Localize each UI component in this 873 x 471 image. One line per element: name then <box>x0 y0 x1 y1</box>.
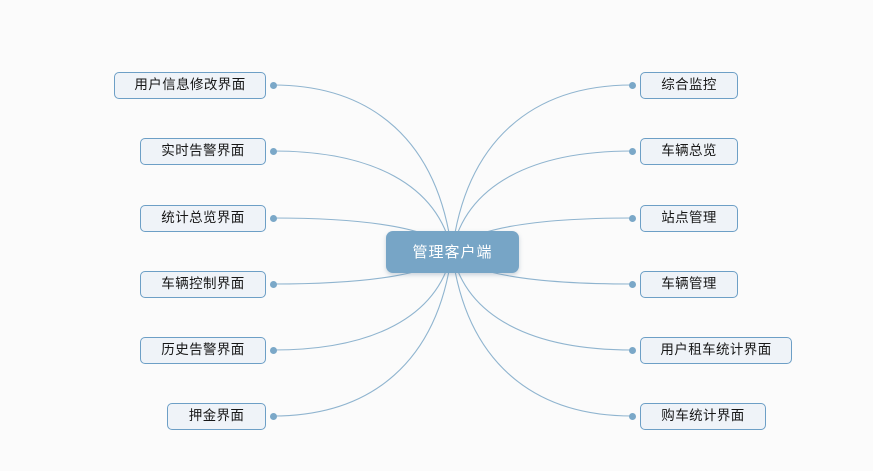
branch-node-right-0[interactable]: 综合监控 <box>640 72 738 99</box>
branch-node-left-1[interactable]: 实时告警界面 <box>140 138 266 165</box>
branch-node-right-2[interactable]: 站点管理 <box>640 205 738 232</box>
connector-dot-right-4 <box>628 346 636 354</box>
branch-node-left-5[interactable]: 押金界面 <box>167 403 266 430</box>
branch-node-right-4[interactable]: 用户租车统计界面 <box>640 337 792 364</box>
branch-node-right-1[interactable]: 车辆总览 <box>640 138 738 165</box>
connector-dot-right-3 <box>628 280 636 288</box>
edge-left-1 <box>272 150 453 253</box>
hub-node[interactable]: 管理客户端 <box>386 231 519 273</box>
edge-left-0 <box>272 84 453 253</box>
branch-node-right-5[interactable]: 购车统计界面 <box>640 403 766 430</box>
branch-node-right-3[interactable]: 车辆管理 <box>640 271 738 298</box>
edge-right-5 <box>451 251 633 417</box>
connector-dot-left-4 <box>269 346 277 354</box>
branch-node-left-2[interactable]: 统计总览界面 <box>140 205 266 232</box>
connector-dot-right-2 <box>628 214 636 222</box>
edge-right-1 <box>451 150 633 253</box>
connector-dot-right-1 <box>628 147 636 155</box>
connector-dot-left-1 <box>269 147 277 155</box>
edge-right-4 <box>451 251 633 351</box>
branch-node-left-4[interactable]: 历史告警界面 <box>140 337 266 364</box>
connector-dot-left-0 <box>269 81 277 89</box>
connector-dot-left-5 <box>269 412 277 420</box>
branch-node-left-3[interactable]: 车辆控制界面 <box>140 271 266 298</box>
connector-dot-left-2 <box>269 214 277 222</box>
connector-dot-left-3 <box>269 280 277 288</box>
connector-dot-right-0 <box>628 81 636 89</box>
connector-dot-right-5 <box>628 412 636 420</box>
branch-node-left-0[interactable]: 用户信息修改界面 <box>114 72 266 99</box>
edge-left-4 <box>272 251 453 351</box>
edge-left-5 <box>272 251 453 417</box>
edge-right-0 <box>451 84 633 253</box>
